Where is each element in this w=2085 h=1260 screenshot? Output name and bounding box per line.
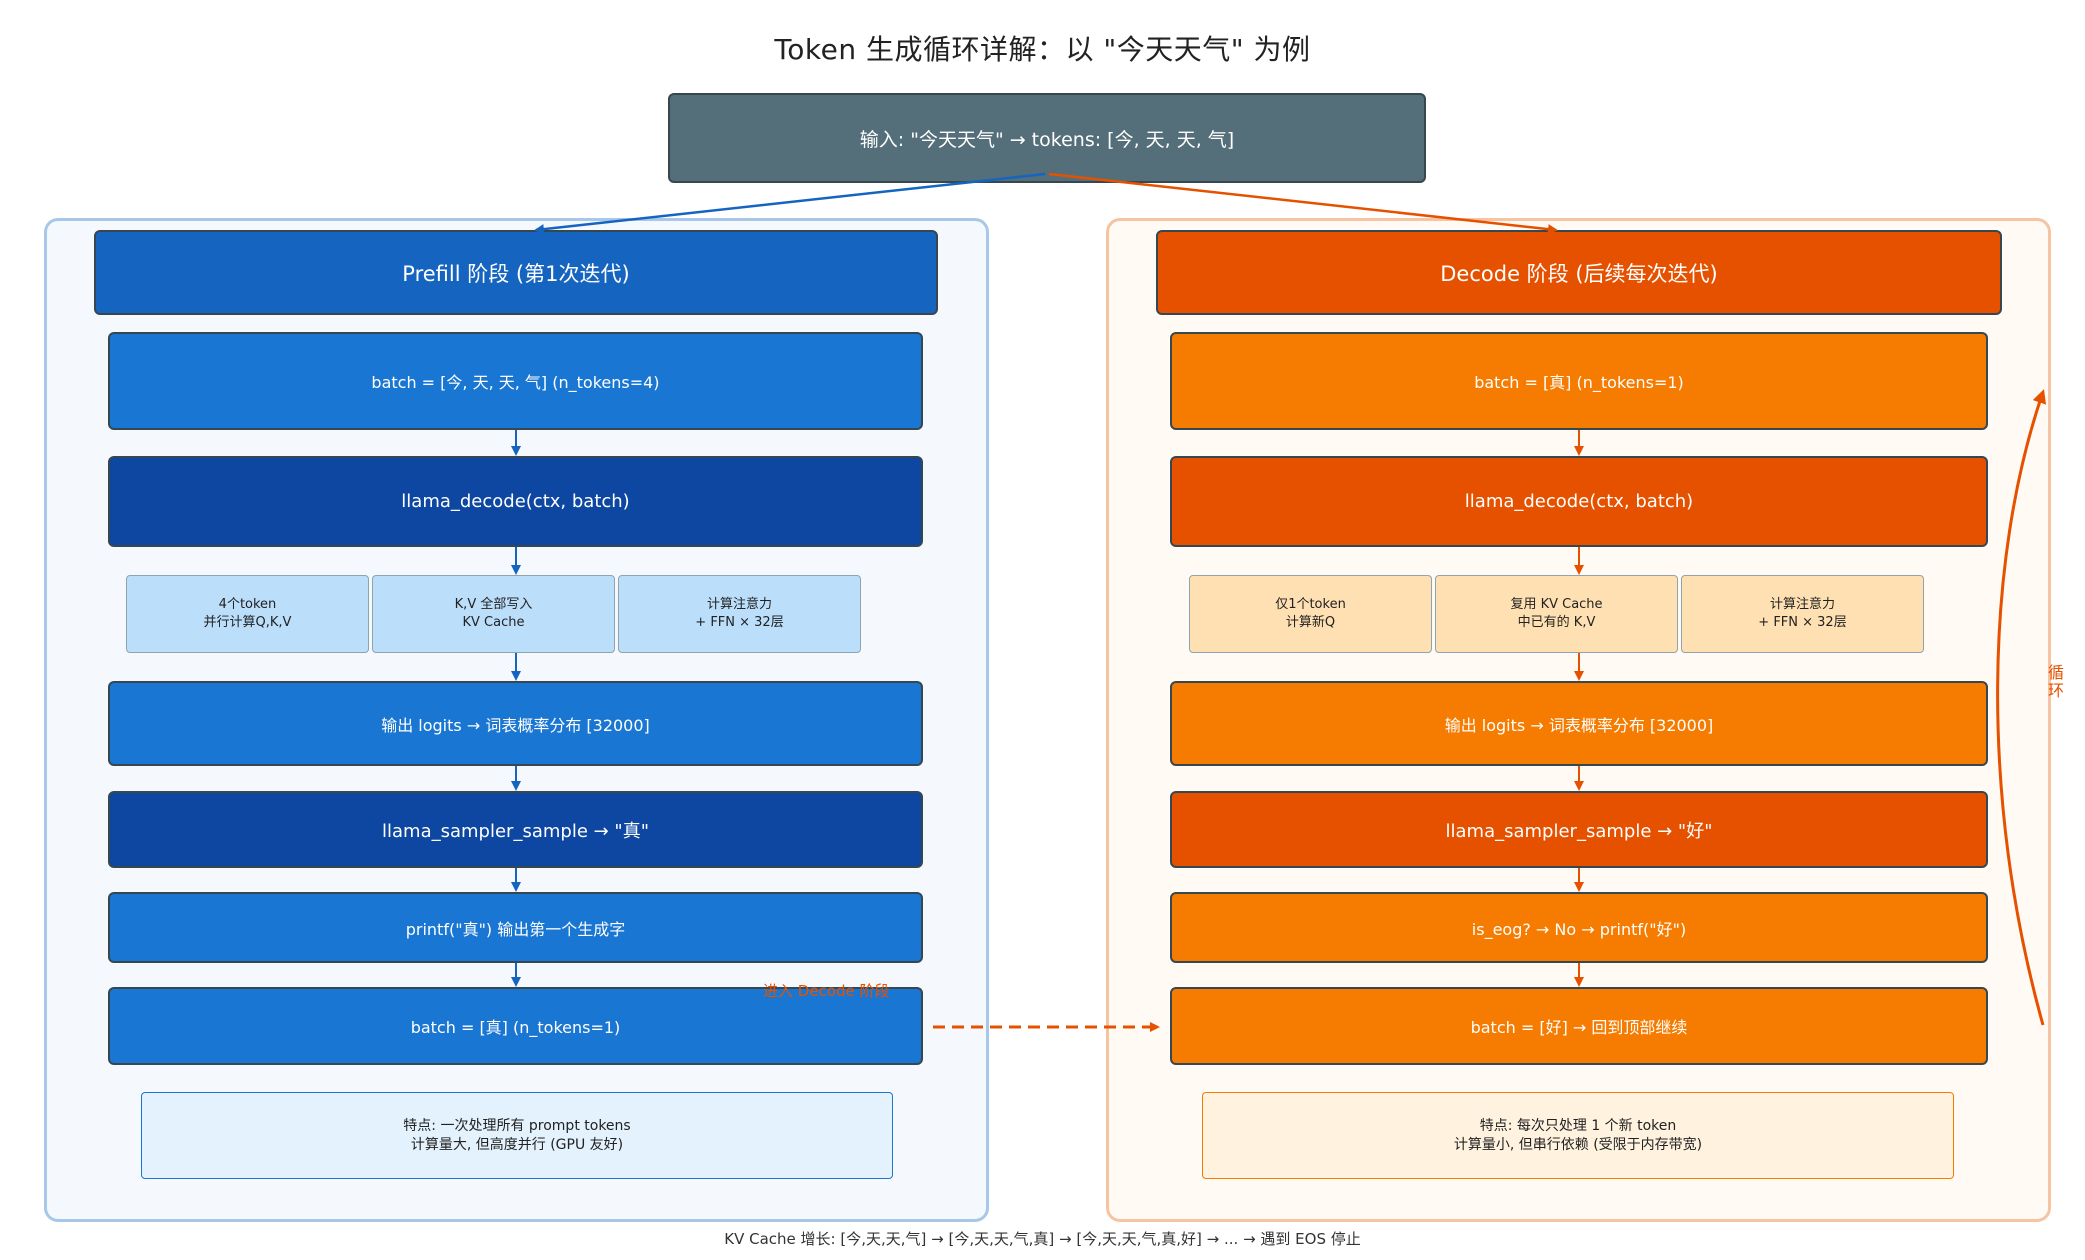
prefill-next-batch-box: batch = [真] (n_tokens=1) <box>108 987 923 1065</box>
prefill-print-box: printf("真") 输出第一个生成字 <box>108 892 923 963</box>
prefill-step-qkv: 4个token 并行计算Q,K,V <box>126 575 369 653</box>
decode-step-attention: 计算注意力 + FFN × 32层 <box>1681 575 1924 653</box>
decode-eog-check-box: is_eog? → No → printf("好") <box>1170 892 1988 963</box>
prefill-sample-box: llama_sampler_sample → "真" <box>108 791 923 868</box>
decode-logits-box: 输出 logits → 词表概率分布 [32000] <box>1170 681 1988 766</box>
decode-note: 特点: 每次只处理 1 个新 token 计算量小, 但串行依赖 (受限于内存带… <box>1202 1092 1954 1179</box>
prefill-step-kv-write: K,V 全部写入 KV Cache <box>372 575 615 653</box>
diagram-title: Token 生成循环详解：以 "今天天气" 为例 <box>774 33 1311 66</box>
decode-sample-box: llama_sampler_sample → "好" <box>1170 791 1988 868</box>
prefill-batch-box: batch = [今, 天, 天, 气] (n_tokens=4) <box>108 332 923 430</box>
decode-step-kv-reuse: 复用 KV Cache 中已有的 K,V <box>1435 575 1678 653</box>
prefill-header: Prefill 阶段 (第1次迭代) <box>94 230 938 315</box>
prefill-step-attention: 计算注意力 + FFN × 32层 <box>618 575 861 653</box>
decode-batch-box: batch = [真] (n_tokens=1) <box>1170 332 1988 430</box>
prefill-note: 特点: 一次处理所有 prompt tokens 计算量大, 但高度并行 (GP… <box>141 1092 893 1179</box>
decode-next-batch-box: batch = [好] → 回到顶部继续 <box>1170 987 1988 1065</box>
input-box: 输入: "今天天气" → tokens: [今, 天, 天, 气] <box>668 93 1426 183</box>
decode-step-new-q: 仅1个token 计算新Q <box>1189 575 1432 653</box>
decode-header: Decode 阶段 (后续每次迭代) <box>1156 230 2002 315</box>
loop-label: 循环 <box>2048 663 2065 701</box>
kv-cache-footer: KV Cache 增长: [今,天,天,气] → [今,天,天,气,真] → [… <box>724 1230 1361 1248</box>
prefill-decode-box: llama_decode(ctx, batch) <box>108 456 923 547</box>
enter-decode-label: 进入 Decode 阶段 <box>763 982 890 1000</box>
prefill-logits-box: 输出 logits → 词表概率分布 [32000] <box>108 681 923 766</box>
decode-decode-box: llama_decode(ctx, batch) <box>1170 456 1988 547</box>
